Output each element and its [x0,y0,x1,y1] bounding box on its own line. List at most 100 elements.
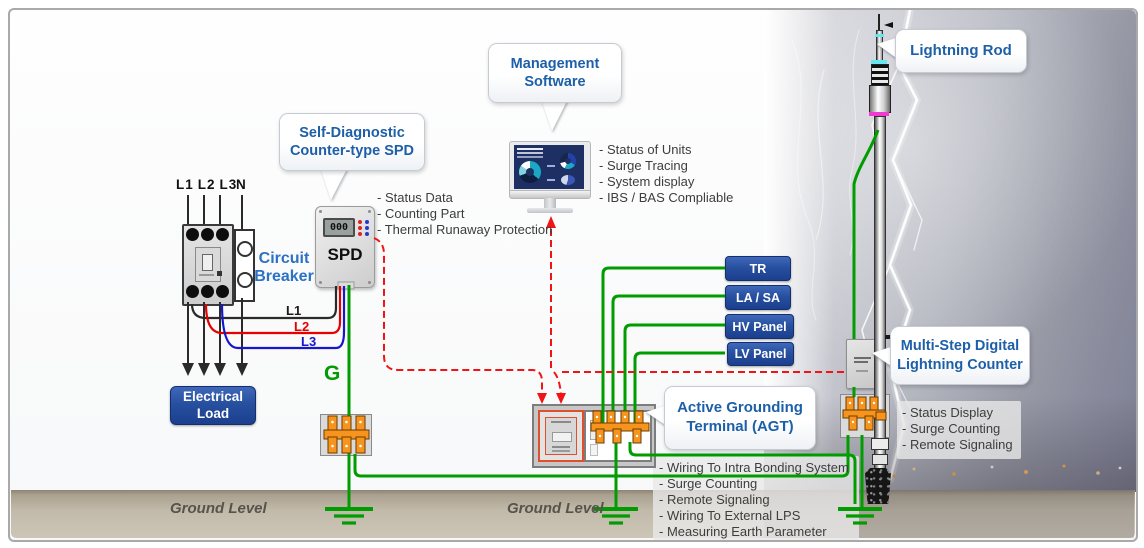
rod-callout-tail [877,37,899,60]
breaker-toggle [202,254,213,271]
screw [368,210,371,213]
screen-donut-chart-right [560,153,576,169]
breaker-terminal [216,228,229,241]
fuse-circle [237,241,253,257]
agt-controller-module [538,410,584,462]
counter-notes: - Status Display - Surge Counting - Remo… [902,405,1013,453]
wire-label-l2: L2 [294,319,310,334]
phase-label-l2: L2 [197,177,216,192]
neutral-link-device [234,229,255,302]
counter-text-line [854,361,868,363]
wire-label-l1: L1 [286,303,302,318]
spd-device: 000 SPD [315,206,375,288]
panel-tr-label: TR [749,261,767,276]
breaker-terminal [201,285,214,298]
rod-attachment-arrow [884,22,893,28]
electrical-load-box: Electrical Load [170,386,256,425]
panel-box-tr: TR [725,256,791,281]
panel-box-lv: LV Panel [727,342,794,366]
breaker-label-line [199,274,214,276]
breaker-terminal [216,285,229,298]
left-earthing-busbar-box [320,414,372,456]
counter-callout-tail [872,346,894,368]
panel-box-la-sa: LA / SA [725,285,791,310]
agt-callout: Active Grounding Terminal (AGT) [664,386,816,450]
neutral-label: N [236,177,246,192]
fuse-circle [237,272,253,288]
controller-display [552,432,572,442]
breaker-terminal [201,228,214,241]
circuit-breaker-device [182,224,234,306]
electrical-load-label-2: Load [196,405,230,421]
spd-blue-leds [365,220,369,224]
agt-note-line: - Surge Counting [659,476,758,491]
counter-note-line: - Surge Counting [902,421,1001,436]
circuit-breaker-label-1: Circuit [258,250,310,267]
counter-text-line [854,357,871,359]
agt-callout-line2: Terminal (AGT) [686,418,794,435]
mast-pole [874,116,886,474]
agt-notes: - Wiring To Intra Bonding System - Surge… [659,460,849,540]
mast-bracket [885,335,894,339]
monitor-screen [514,145,584,189]
ground-wire-label: G [324,362,341,385]
spd-red-leds [358,220,362,224]
mast-collar [872,454,888,465]
spd-note-line: - Status Data [377,190,453,205]
agt-note-line: - Wiring To Intra Bonding System [659,460,849,475]
counter-text-line [856,370,868,372]
breaker-marking [217,271,222,276]
mast-collar [871,438,889,450]
screen-donut-chart-left [519,161,541,183]
ground-band [11,490,1135,538]
storm-photo-background [764,10,1136,492]
rod-ring-section [871,64,889,86]
spd-callout-line1: Self-Diagnostic [299,124,405,141]
rod-cyan-band [871,60,887,64]
panel-hv-label: HV Panel [732,319,787,334]
software-note-line: - Surge Tracing [599,158,688,173]
screw [319,210,322,213]
software-callout: Management Software [488,43,622,103]
compartment-detail [590,444,598,456]
screen-mini-chart [561,175,575,185]
software-note-line: - IBS / BAS Compliable [599,190,734,205]
wire-label-l3: L3 [301,334,317,349]
panel-lv-label: LV Panel [734,347,787,361]
spd-note-line: - Thermal Runaway Protection [377,222,553,237]
spd-counter-display: 000 [323,218,355,237]
spd-note-line: - Counting Part [377,206,465,221]
software-callout-tail [541,99,568,131]
software-callout-line1: Management [510,55,600,72]
rod-cyan-band [875,34,884,37]
donut-hole [565,158,571,164]
software-note-line: - System display [599,174,695,189]
software-note-line: - Status of Units [599,142,692,157]
breaker-terminal [186,285,199,298]
ground-level-label-mid: Ground Level [507,500,604,517]
monitor-base [527,208,573,213]
agt-note-line: - Measuring Earth Parameter [659,524,827,539]
spd-device-label: SPD [327,245,363,264]
circuit-breaker-label: Circuit Breaker [252,250,316,286]
counter-note-line: - Status Display [902,405,994,420]
agt-note-line: - Remote Signaling [659,492,770,507]
counter-callout: Multi-Step Digital Lightning Counter [890,326,1030,385]
controller-text-line [552,446,570,448]
agt-busbar-compartment [584,410,652,462]
earth-rod-electrode [865,468,891,504]
monitor-device [509,141,591,213]
counter-callout-line2: Lightning Counter [897,356,1023,373]
agt-callout-line1: Active Grounding [677,399,803,417]
panel-la-sa-label: LA / SA [736,290,780,305]
load-arrowheads [182,363,248,376]
lightning-rod-needle [878,14,880,32]
rod-callout: Lightning Rod [895,29,1027,73]
rod-callout-label: Lightning Rod [910,41,1012,59]
diagram-frame: 000 SPD [8,8,1138,542]
counter-notes-panel [897,401,1021,459]
compartment-detail [590,420,598,440]
controller-text-line [551,421,571,423]
phase-label-l1: L1 [176,177,194,192]
